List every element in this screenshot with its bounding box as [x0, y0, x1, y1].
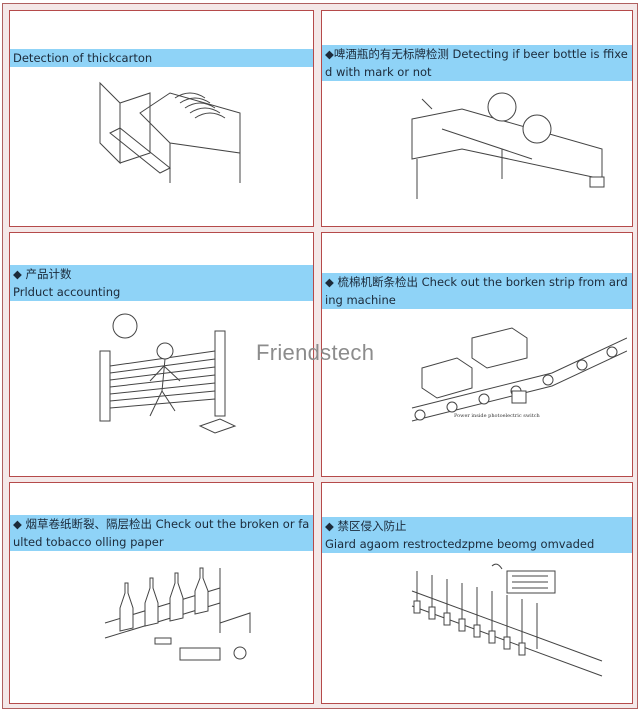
illustration-label: Power inside photoelectric switch [454, 413, 541, 419]
caption-line: ◆ 梳棉机断条检出 Check out the borken strip fro… [325, 275, 628, 289]
product-counting-illustration [99, 313, 237, 434]
caption-line: Detection of thickcarton [13, 51, 153, 65]
caption-line: Prlduct accounting [13, 285, 121, 299]
caption-line: ◆ 禁区侵入防止 [325, 519, 407, 533]
caption-line: ◆ 烟草卷纸断裂、隔层检出 Check out the broken or fa [13, 517, 310, 531]
beer-bottle-label-illustration [411, 92, 605, 199]
thick-carton-detection-illustration [99, 81, 241, 183]
panel-restricted-zone: ◆ 禁区侵入防止 Giard agaom restroctedzpme beom… [321, 482, 633, 704]
restricted-zone-illustration [411, 563, 603, 677]
panel-thick-carton: Detection of thickcarton [9, 10, 314, 227]
panel-beer-bottle: ◆啤酒瓶的有无标牌检测 Detecting if beer bottle is … [321, 10, 633, 227]
caption-line: ulted tobacco olling paper [13, 535, 164, 549]
caption-line: ◆啤酒瓶的有无标牌检测 Detecting if beer bottle is … [325, 47, 628, 61]
panel-caption: Detection of thickcarton [10, 49, 313, 67]
application-grid: Detection of thickcarton ◆啤酒瓶的有无标牌检测 Det… [2, 3, 638, 709]
carding-machine-illustration: Power inside photoelectric switch [411, 327, 627, 422]
caption-line: d with mark or not [325, 65, 432, 79]
caption-line: Giard agaom restroctedzpme beomg omvaded [325, 537, 595, 551]
panel-tobacco-paper: ◆ 烟草卷纸断裂、隔层检出 Check out the broken or fa… [9, 482, 314, 704]
tobacco-paper-illustration [104, 567, 251, 661]
panel-caption: ◆ 禁区侵入防止 Giard agaom restroctedzpme beom… [322, 517, 632, 553]
panel-caption: ◆ 产品计数 Prlduct accounting [10, 265, 313, 301]
watermark: Friendstech [256, 340, 375, 365]
caption-line: ◆ 产品计数 [13, 267, 72, 281]
panel-caption: ◆ 烟草卷纸断裂、隔层检出 Check out the broken or fa… [10, 515, 313, 551]
panel-caption: ◆ 梳棉机断条检出 Check out the borken strip fro… [322, 273, 632, 309]
panel-product-counting: ◆ 产品计数 Prlduct accounting [9, 232, 314, 477]
caption-line: ing machine [325, 293, 396, 307]
panel-caption: ◆啤酒瓶的有无标牌检测 Detecting if beer bottle is … [322, 45, 632, 81]
panel-carding-machine: ◆ 梳棉机断条检出 Check out the borken strip fro… [321, 232, 633, 477]
